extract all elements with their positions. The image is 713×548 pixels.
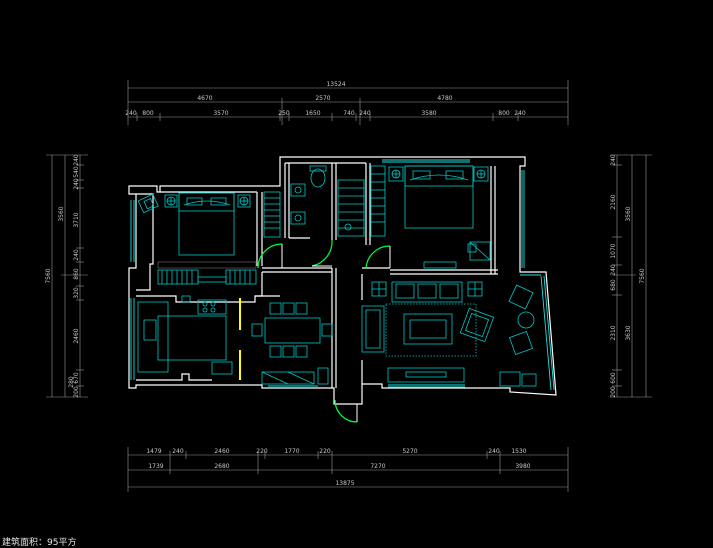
closet-1 (263, 191, 281, 238)
dim-top-detail-6: 740 (343, 110, 355, 117)
dim-right-overall: 7560 (639, 268, 646, 283)
door-leaves (281, 244, 391, 422)
dim-right-detail-3: 1070 (610, 243, 617, 258)
dim-right-detail-1: 240 (610, 154, 617, 166)
dimension-labels: 13524 4670 2570 4780 240 800 3570 250 16… (45, 81, 646, 487)
furniture (137, 165, 537, 387)
dim-top-detail-10: 240 (514, 110, 526, 117)
dim-top-detail-1: 240 (125, 110, 137, 117)
armchair (459, 307, 495, 343)
dim-left-detail-10: 280 (68, 376, 75, 388)
dim-top-detail-7: 240 (359, 110, 371, 117)
dim-left-overall: 7560 (45, 268, 52, 283)
dim-top-detail-2: 800 (142, 110, 154, 117)
basins (290, 183, 306, 225)
dimension-lines (46, 80, 652, 492)
dim-top-detail-5: 1650 (305, 110, 320, 117)
dim-bottom-detail-4: 220 (256, 448, 268, 455)
tv-cabinet (387, 367, 465, 383)
closet-2 (370, 165, 386, 237)
dim-bottom-detail-2: 240 (172, 448, 184, 455)
door-arcs (257, 239, 391, 423)
toilet (309, 165, 327, 188)
sofa-main (371, 281, 483, 303)
dim-right-detail-6: 2310 (610, 325, 617, 340)
dim-left-mid: 3560 (58, 206, 65, 221)
walls (128, 156, 557, 405)
dim-top-detail-3: 3570 (213, 110, 228, 117)
side-sofa (361, 305, 385, 353)
dim-bottom-detail-8: 240 (488, 448, 500, 455)
wardrobe-1 (157, 269, 257, 285)
dim-top-mid-3: 4780 (437, 95, 452, 102)
dim-left-detail-5: 240 (73, 249, 80, 261)
dim-right-detail-4: 240 (610, 264, 617, 276)
dining-set (251, 302, 333, 358)
tv-cabinet-2 (423, 261, 457, 269)
dim-right-detail-8: 200 (610, 386, 617, 398)
desk-chair-1 (137, 193, 159, 214)
dim-bottom-detail-9: 1530 (511, 448, 526, 455)
dim-bottom-mid-4: 3980 (515, 463, 530, 470)
dim-left-detail-6: 860 (73, 268, 80, 280)
bed-1 (164, 192, 251, 256)
rug (385, 303, 477, 357)
dim-left-detail-7: 320 (73, 287, 80, 299)
shower (337, 179, 365, 237)
dim-top-detail-4: 250 (278, 110, 290, 117)
dim-left-detail-2: 540 (73, 166, 80, 178)
dim-bottom-overall: 13875 (335, 480, 354, 487)
dim-left-detail-1: 240 (73, 154, 80, 166)
dim-left-detail-8: 2460 (73, 328, 80, 343)
dim-left-detail-11: 200 (73, 386, 80, 398)
balcony-chairs (499, 284, 537, 387)
dim-top-mid-1: 4670 (197, 95, 212, 102)
bed-2 (388, 165, 489, 229)
wardrobe-hatch (157, 261, 257, 269)
dim-left-detail-4: 3710 (73, 212, 80, 227)
dim-bottom-detail-6: 220 (319, 448, 331, 455)
desk-2 (467, 241, 491, 261)
dim-top-overall: 13524 (326, 81, 345, 88)
dim-bottom-mid-3: 7270 (370, 463, 385, 470)
dim-bottom-mid-1: 1739 (148, 463, 163, 470)
dim-bottom-detail-3: 2460 (214, 448, 229, 455)
dim-bottom-mid-2: 2680 (214, 463, 229, 470)
dim-bottom-detail-1: 1479 (146, 448, 161, 455)
dim-top-detail-9: 800 (498, 110, 510, 117)
dim-bottom-detail-7: 5270 (402, 448, 417, 455)
dim-top-detail-8: 3580 (421, 110, 436, 117)
dim-top-mid-2: 2570 (315, 95, 330, 102)
dim-left-detail-9: 670 (73, 372, 80, 384)
sideboard (261, 367, 329, 385)
dim-bottom-detail-5: 1770 (284, 448, 299, 455)
dim-left-detail-3: 240 (73, 178, 80, 190)
dim-right-detail-5: 680 (610, 279, 617, 291)
dim-right-detail-2: 2160 (610, 194, 617, 209)
kitchen-counter (137, 295, 233, 375)
windows (130, 159, 555, 391)
dim-right-mid-2: 3630 (625, 325, 632, 340)
floor-area-caption: 建筑面积：95平方 (2, 538, 77, 548)
dim-right-mid-1: 3560 (625, 206, 632, 221)
dim-right-detail-7: 600 (610, 372, 617, 384)
